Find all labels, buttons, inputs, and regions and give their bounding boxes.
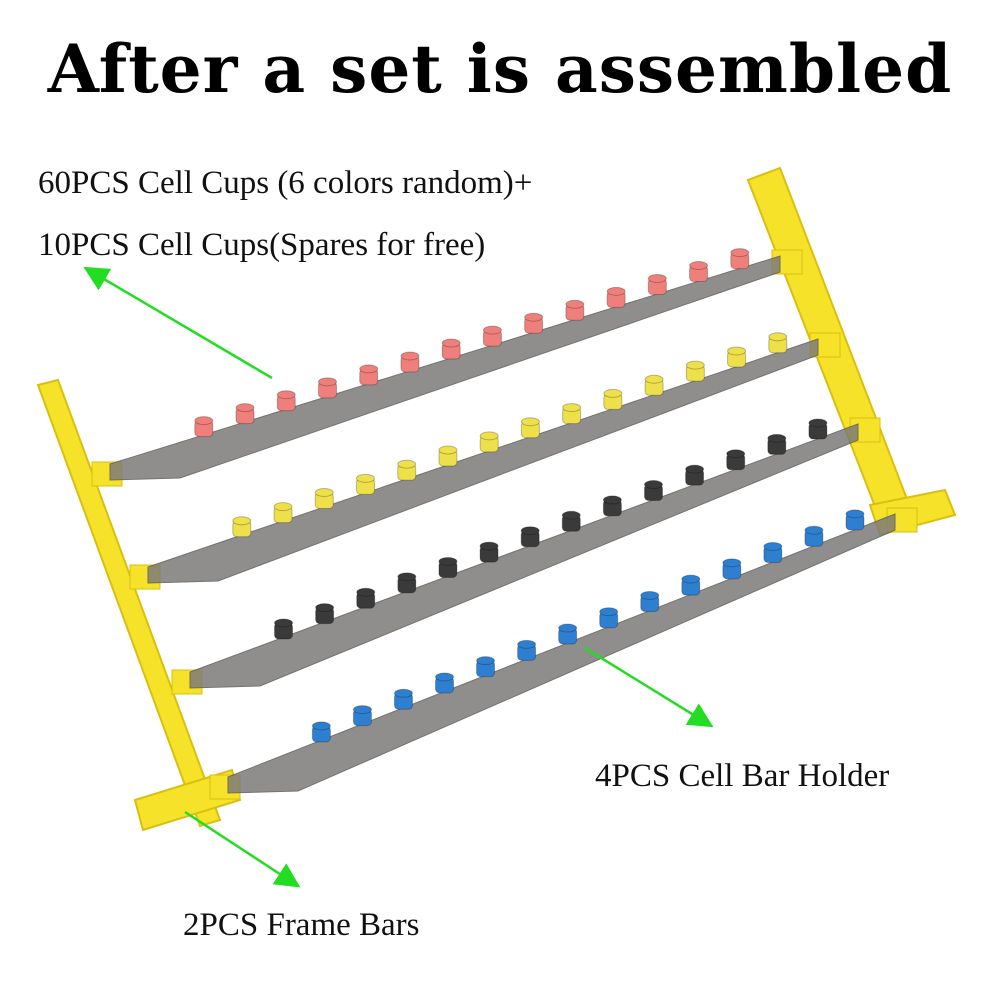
cell-cup-top — [274, 618, 294, 628]
cell-cup-top — [517, 639, 537, 649]
cell-cup-top — [194, 416, 214, 426]
cell-bar-holders — [91, 248, 918, 800]
cell-cup-top — [767, 433, 787, 443]
cell-cup-top — [602, 495, 622, 505]
cell-cup-top — [400, 351, 420, 361]
cell-cups-label-line1: 60PCS Cell Cups (6 colors random)+ — [38, 165, 533, 201]
cell-cup-top — [524, 312, 544, 322]
arrows — [83, 266, 714, 888]
cell-cup-top — [726, 449, 746, 459]
cell-cup-top — [603, 388, 623, 398]
cell-cup-top — [435, 672, 455, 682]
cell-cup-top — [808, 418, 828, 428]
cell-cup-top — [476, 656, 496, 666]
bar-body — [227, 513, 896, 794]
cell-cup-top — [355, 473, 375, 483]
cell-cup-top — [644, 374, 664, 384]
cell-cup-top — [479, 431, 499, 441]
cell-bar-holder — [171, 417, 881, 695]
cell-cup-top — [562, 403, 582, 413]
bar-body — [147, 338, 819, 584]
cell-cup-top — [763, 542, 783, 552]
cell-cup-top — [685, 464, 705, 474]
frame-bar-left-body — [36, 378, 222, 828]
cell-cup-top — [845, 509, 865, 519]
cell-cup-top — [804, 525, 824, 535]
arrow-icon — [584, 646, 714, 728]
cell-cup-top — [768, 332, 788, 342]
cell-cup-top — [640, 590, 660, 600]
arrow-icon — [184, 810, 301, 888]
bar-body — [109, 255, 781, 481]
cell-cup-top — [438, 556, 458, 566]
arrow-icon — [83, 266, 273, 380]
cell-cup-top — [397, 459, 417, 469]
cell-cup-top — [681, 574, 701, 584]
cell-cup-top — [685, 360, 705, 370]
cell-cup-top — [558, 623, 578, 633]
cell-cup-top — [441, 338, 461, 348]
cell-cup-top — [643, 480, 663, 490]
cell-cup-top — [561, 510, 581, 520]
cell-cup-top — [393, 688, 413, 698]
cell-cup-top — [520, 417, 540, 427]
frame-bars-label: 2PCS Frame Bars — [183, 907, 420, 943]
cell-bar-holder-label: 4PCS Cell Bar Holder — [595, 758, 890, 794]
cell-cup-top — [311, 721, 331, 731]
cell-cup-top — [315, 603, 335, 613]
cell-cup-top — [689, 261, 709, 271]
cell-cup-top — [317, 377, 337, 387]
cell-cup-top — [314, 487, 334, 497]
cell-cup-top — [520, 526, 540, 536]
cell-cup-top — [352, 705, 372, 715]
cell-cup-top — [647, 273, 667, 283]
cell-cup-top — [479, 541, 499, 551]
cell-cup-top — [482, 325, 502, 335]
cell-cup-top — [565, 299, 585, 309]
page-title: After a set is assembled — [47, 30, 953, 108]
cell-bar-holder — [129, 332, 841, 590]
cell-cup-top — [730, 248, 750, 258]
cell-cup-top — [438, 445, 458, 455]
cell-cup-top — [722, 558, 742, 568]
bar-body — [189, 423, 859, 689]
cell-cup-top — [273, 502, 293, 512]
cell-bar-holder — [91, 248, 803, 487]
cell-cup-top — [232, 516, 252, 526]
cell-cup-top — [727, 346, 747, 356]
cell-cup-top — [359, 364, 379, 374]
cell-cups-label-line2: 10PCS Cell Cups(Spares for free) — [38, 227, 486, 263]
cell-bar-holder — [209, 507, 918, 800]
cell-cup-top — [276, 390, 296, 400]
cell-cup-top — [235, 403, 255, 413]
cell-cup-top — [356, 587, 376, 597]
cell-cup-top — [397, 572, 417, 582]
cell-cup-top — [599, 607, 619, 617]
cell-cup-top — [606, 286, 626, 296]
